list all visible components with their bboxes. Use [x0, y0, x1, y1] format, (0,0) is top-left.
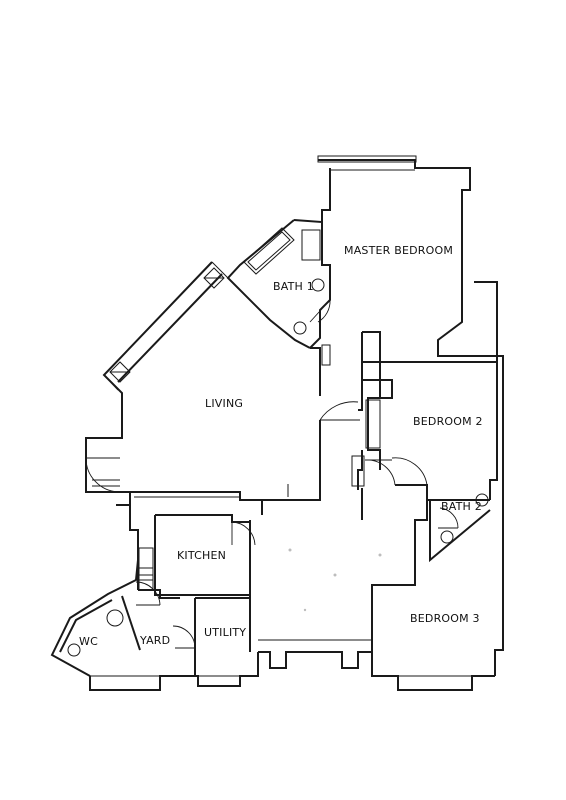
corridor-marks — [288, 548, 382, 612]
toilet-icon — [67, 643, 81, 657]
toilet-icon — [311, 278, 325, 292]
bathtub-icon — [243, 227, 295, 275]
wardrobe — [351, 455, 365, 487]
fixtures — [67, 227, 489, 657]
basin-icon — [293, 321, 307, 335]
label-bath-2: BATH 2 — [441, 500, 482, 513]
wardrobe — [365, 399, 381, 449]
label-master-bedroom: MASTER BEDROOM — [344, 244, 453, 257]
label-kitchen: KITCHEN — [177, 549, 226, 562]
doors — [85, 299, 459, 649]
label-wc: WC — [79, 635, 98, 648]
basin-icon — [106, 609, 124, 627]
label-bath-1: BATH 1 — [273, 280, 314, 293]
label-yard: YARD — [139, 634, 170, 647]
interior-walls — [121, 331, 491, 676]
label-utility: UTILITY — [204, 626, 246, 639]
room-labels: MASTER BEDROOM BATH 1 LIVING BEDROOM 2 B… — [79, 244, 483, 648]
label-bedroom-2: BEDROOM 2 — [413, 415, 483, 428]
basin-icon — [440, 530, 454, 544]
toilet-icon — [475, 493, 489, 507]
label-bedroom-3: BEDROOM 3 — [410, 612, 480, 625]
label-living: LIVING — [205, 397, 243, 410]
